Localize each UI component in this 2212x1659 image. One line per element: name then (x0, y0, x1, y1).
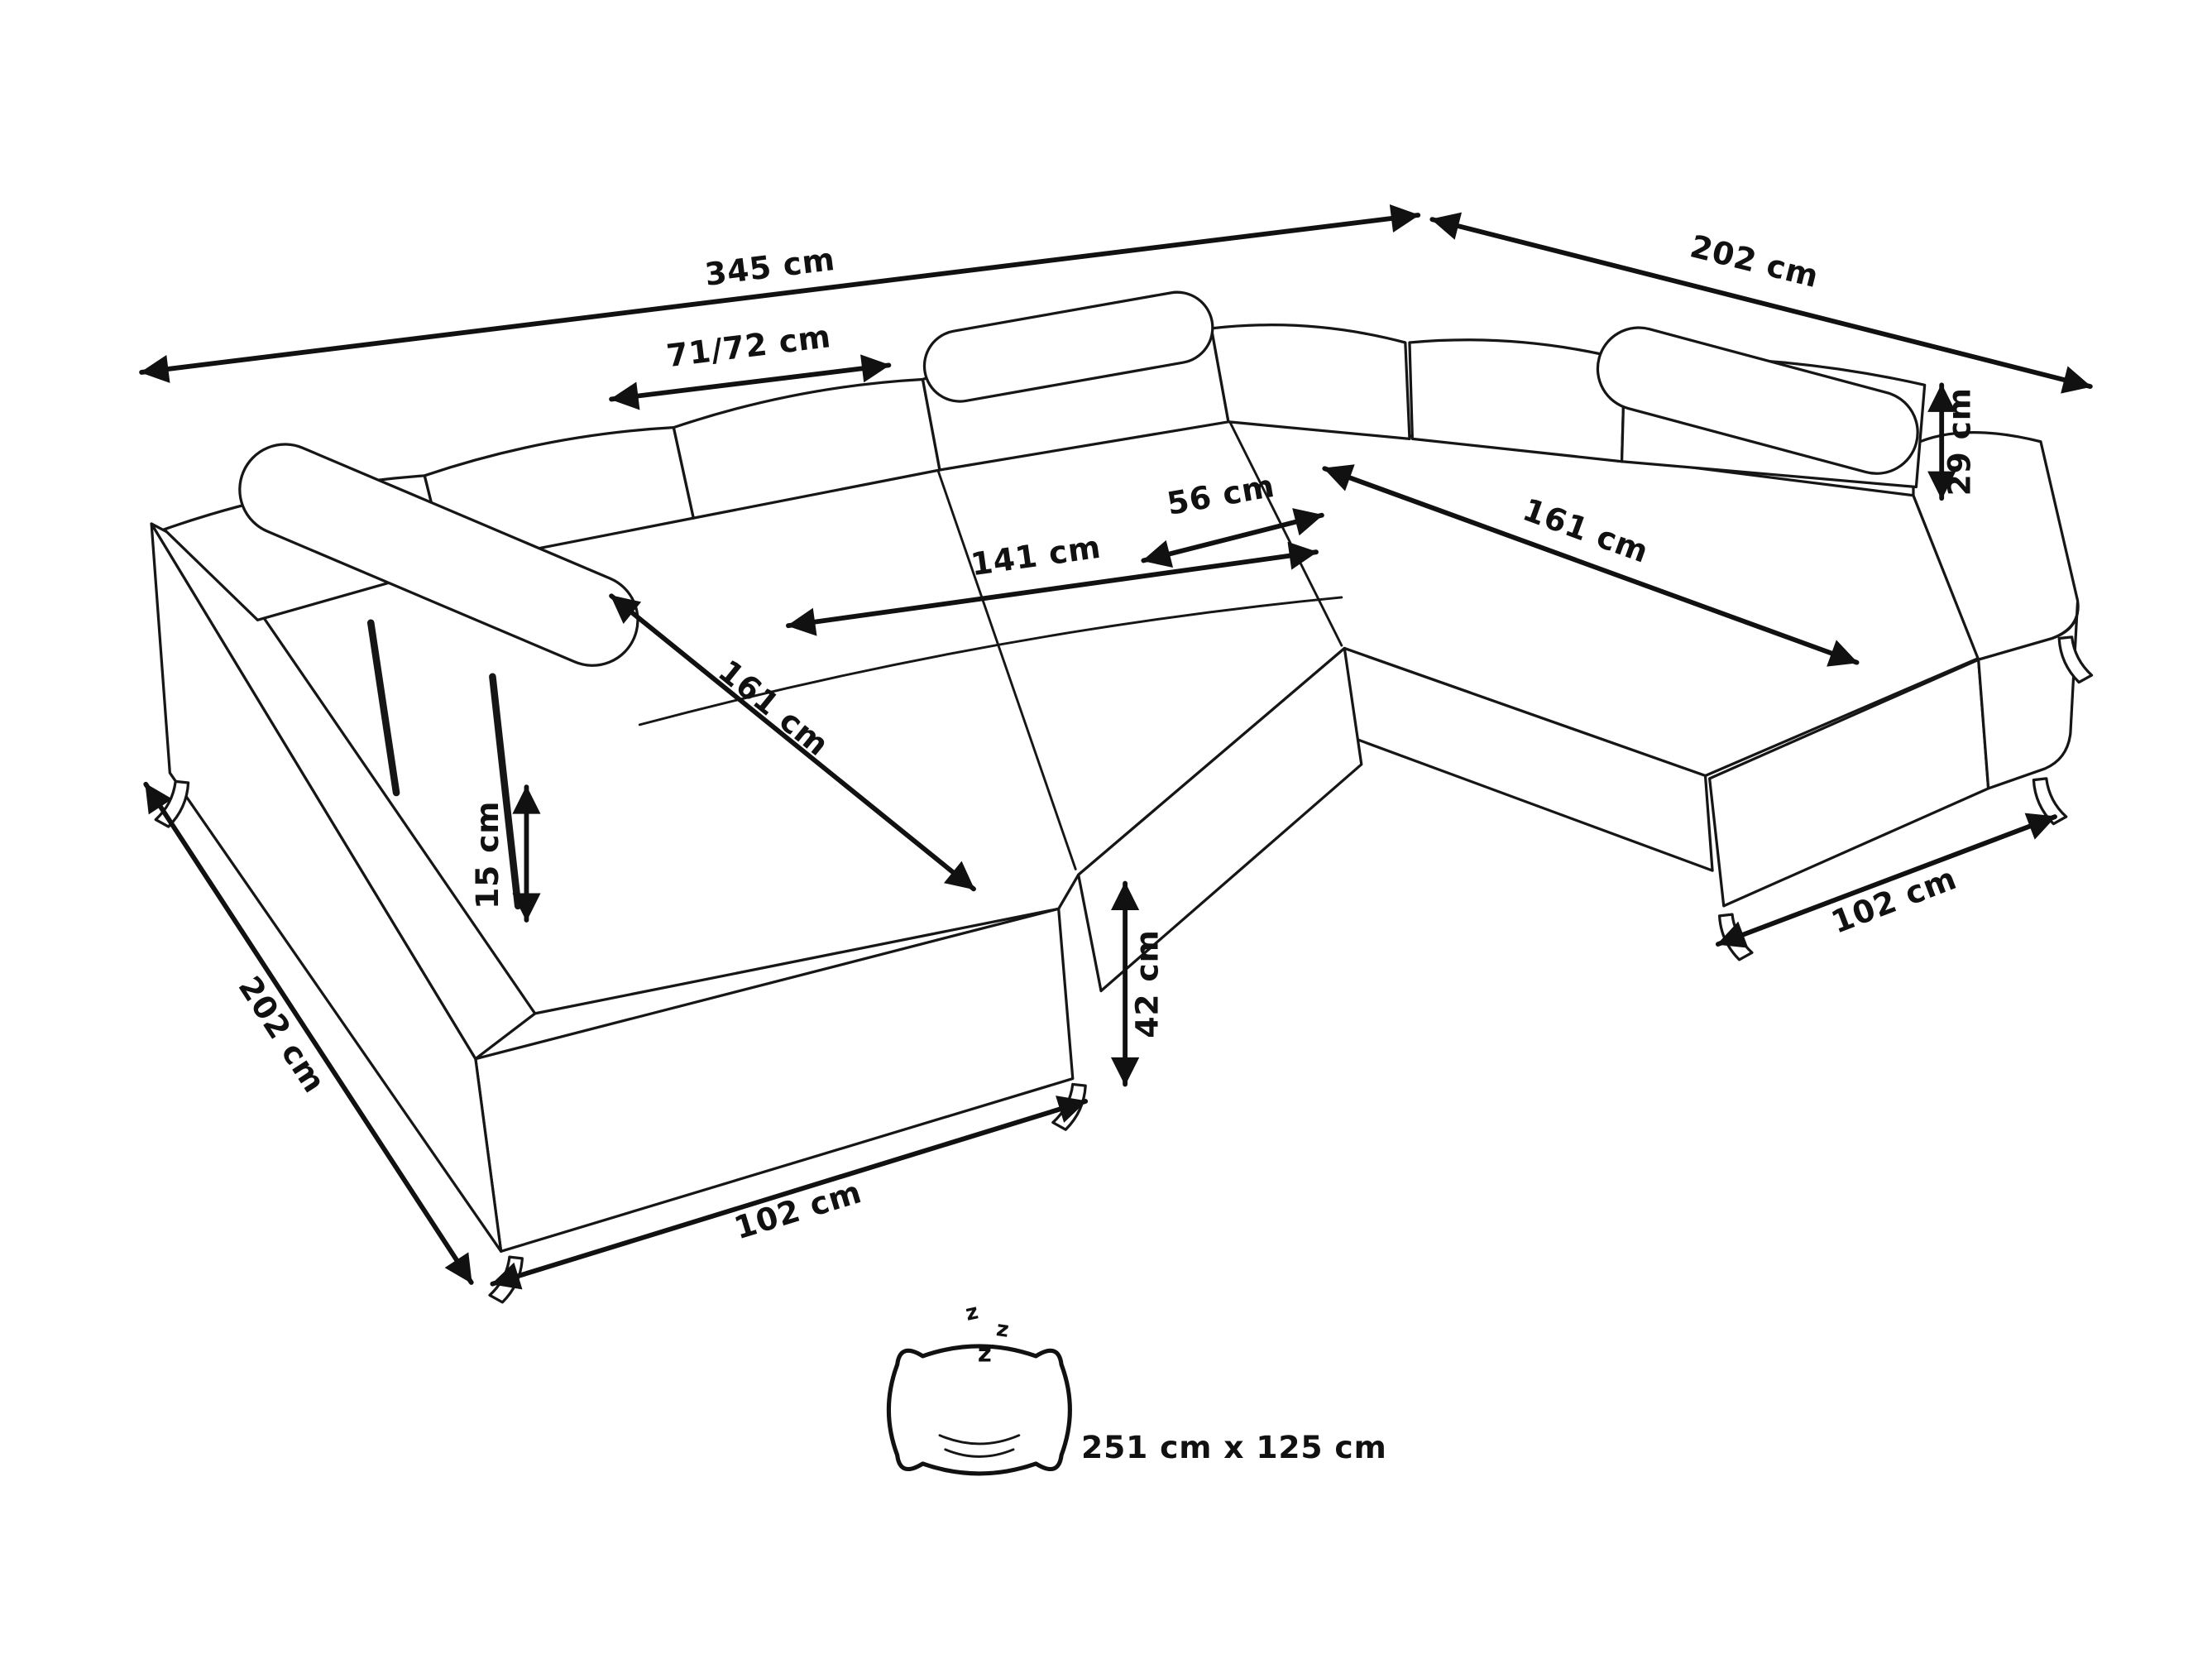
back-cushion-corner (1209, 324, 1411, 440)
sofa-drawing (150, 290, 2094, 1304)
dim-left-wing-width-arrow (490, 1096, 1089, 1290)
dim-armrest-clearance-label: 15 cm (469, 801, 505, 909)
dim-right-seat-length-arrow (1322, 464, 1860, 667)
dim-right-wing-width-arrow (1715, 813, 2057, 948)
seat-seam-left (936, 466, 1077, 870)
sleep-z-3: z (978, 1340, 993, 1368)
left-bolster-post-1 (366, 619, 400, 797)
pillow-outline (886, 1344, 1072, 1476)
dim-headrest-height-label: 29 cm (1941, 387, 1977, 496)
sofa-leg (2057, 635, 2094, 684)
dim-seat-height-label: 42 cm (1128, 929, 1165, 1038)
dim-left-wing-width-label: 102 cm (730, 1173, 865, 1246)
back-cushion-5 (1408, 338, 1626, 463)
pillow-stitch-2 (944, 1448, 1015, 1458)
sleep-z-1: z (964, 1299, 982, 1326)
sleeping-area-label: 251 cm x 125 cm (1081, 1429, 1387, 1465)
dim-left-seat-length-arrow (609, 593, 976, 892)
dimension-annotations: 345 cm 202 cm 71/72 cm 29 cm 56 cm 141 c… (139, 204, 2093, 1290)
dim-total-width-arrow (139, 204, 1421, 383)
dim-headrest-width-arrow (609, 354, 892, 410)
dim-headrest-width-label: 71/72 cm (664, 318, 833, 374)
middle-front-face (1077, 646, 1363, 993)
dim-right-wing-depth-arrow (1429, 212, 2093, 394)
dim-total-width-label: 345 cm (703, 241, 837, 293)
sleep-z-2: z (994, 1316, 1011, 1343)
sleeping-area-info: z z z 251 cm x 125 cm (886, 1299, 1387, 1476)
dim-right-wing-depth-label: 202 cm (1687, 228, 1822, 295)
dim-left-wing-depth-arrow (143, 781, 474, 1285)
pillow-stitch-1 (938, 1434, 1021, 1446)
pillow-icon: z z z (886, 1299, 1072, 1476)
right-armrest-front (1977, 602, 2080, 790)
dim-right-wing-width-label: 102 cm (1827, 860, 1962, 941)
